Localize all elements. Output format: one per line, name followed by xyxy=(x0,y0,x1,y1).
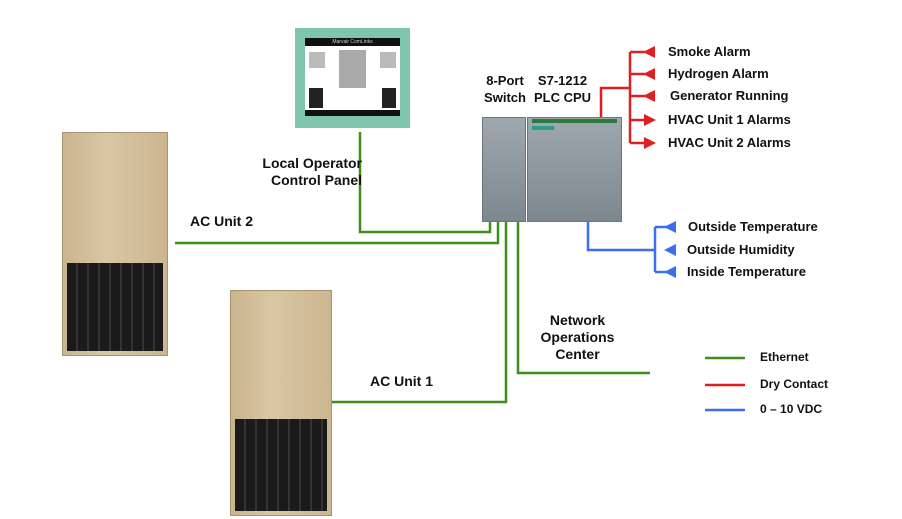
legend-analog: 0 – 10 VDC xyxy=(760,402,823,416)
analog-trunk xyxy=(586,220,655,252)
ethernet-ac2-line xyxy=(175,220,500,245)
arrow-left-icon xyxy=(643,68,655,80)
ethernet-ac1-line xyxy=(300,222,508,404)
arrow-left-icon xyxy=(643,46,655,58)
switch-image xyxy=(482,117,526,222)
signal-generator-running: Generator Running xyxy=(670,88,789,103)
arrow-left-icon xyxy=(643,90,655,102)
legend-ethernet: Ethernet xyxy=(760,350,809,364)
signal-hvac-2-alarms: HVAC Unit 2 Alarms xyxy=(668,135,791,150)
ac-unit-2-image xyxy=(62,132,168,356)
signal-hvac-1-alarms: HVAC Unit 1 Alarms xyxy=(668,112,791,127)
legend-dry-contact: Dry Contact xyxy=(760,377,829,391)
arrow-left-icon xyxy=(664,244,676,256)
noc-label: Network Operations Center xyxy=(540,312,615,362)
arrow-left-icon xyxy=(664,266,676,278)
switch-label: 8-Port Switch xyxy=(484,73,526,105)
ethernet-panel-line xyxy=(358,132,492,234)
hmi-title: Marvair ComLinks xyxy=(305,38,400,46)
signal-outside-temperature: Outside Temperature xyxy=(688,219,818,234)
arrow-right-icon xyxy=(644,114,656,126)
arrow-right-icon xyxy=(644,137,656,149)
signal-inside-temperature: Inside Temperature xyxy=(687,264,806,279)
signal-smoke-alarm: Smoke Alarm xyxy=(668,44,751,59)
arrow-left-icon xyxy=(664,221,676,233)
signal-hydrogen-alarm: Hydrogen Alarm xyxy=(668,66,769,81)
ethernet-noc-line xyxy=(516,222,650,375)
signal-outside-humidity: Outside Humidity xyxy=(687,242,795,257)
plc-image xyxy=(527,117,622,222)
ac-unit-2-label: AC Unit 2 xyxy=(190,213,253,229)
panel-label: Local Operator Control Panel xyxy=(262,155,362,188)
operator-panel-image: Marvair ComLinks xyxy=(295,28,410,128)
ac-unit-1-image xyxy=(230,290,332,516)
ac-unit-1-label: AC Unit 1 xyxy=(370,373,433,389)
plc-label: S7-1212 PLC CPU xyxy=(533,73,592,105)
dry-contact-trunk xyxy=(599,86,630,117)
